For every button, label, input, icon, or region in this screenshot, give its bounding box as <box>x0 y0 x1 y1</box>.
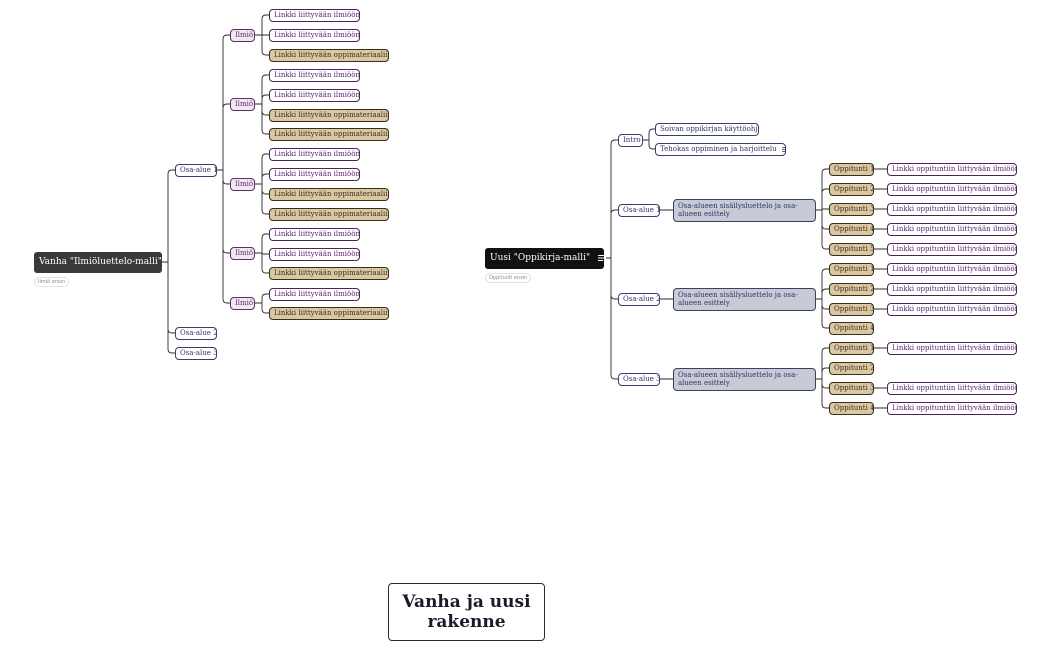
new-root-label: Uusi "Oppikirja-malli" <box>490 253 591 263</box>
old-link-2-1[interactable]: Linkki liittyvään ilmiöön <box>269 69 360 82</box>
new-lesson-1-2[interactable]: Oppitunti 2 <box>829 183 874 196</box>
new-lesson-1-5[interactable]: Oppitunti 5 <box>829 243 874 256</box>
new-toc-1[interactable]: Osa-alueen sisällysluettelo ja osa-aluee… <box>673 199 816 222</box>
connector-line <box>816 347 829 409</box>
new-intro-child-2-label: Tehokas oppiminen ja harjoittelu <box>660 145 777 153</box>
old-link-4-1[interactable]: Linkki liittyvään ilmiöön <box>269 228 360 241</box>
old-root-node[interactable]: Vanha "Ilmiöluettelo-malli" <box>34 252 162 273</box>
new-toc-2[interactable]: Osa-alueen sisällysluettelo ja osa-aluee… <box>673 288 816 311</box>
old-ilmio-4[interactable]: Ilmiö <box>230 247 255 260</box>
connector-line <box>255 293 269 314</box>
connector-line <box>643 128 655 150</box>
new-lesson-3-2[interactable]: Oppitunti 2 <box>829 362 874 375</box>
new-lesson-link-1-2[interactable]: Linkki oppituntiin liittyvään ilmiöön <box>887 183 1017 196</box>
old-link-4-2[interactable]: Linkki liittyvään ilmiöön <box>269 248 360 261</box>
new-lesson-2-4[interactable]: Oppitunti 4 <box>829 322 874 335</box>
new-lesson-2-3[interactable]: Oppitunti 3 <box>829 303 874 316</box>
new-lesson-link-1-3[interactable]: Linkki oppituntiin liittyvään ilmiöön <box>887 203 1017 216</box>
new-lesson-2-1[interactable]: Oppitunti 1 <box>829 263 874 276</box>
old-link-3-1[interactable]: Linkki liittyvään ilmiöön <box>269 148 360 161</box>
new-lesson-link-1-1[interactable]: Linkki oppituntiin liittyvään ilmiöön <box>887 163 1017 176</box>
old-material-3-3[interactable]: Linkki liittyvään oppimateriaaliin <box>269 188 389 201</box>
notes-icon <box>598 254 607 261</box>
old-material-5-2[interactable]: Linkki liittyvään oppimateriaaliin <box>269 307 389 320</box>
connector-line <box>255 153 269 215</box>
old-link-3-2[interactable]: Linkki liittyvään ilmiöön <box>269 168 360 181</box>
new-area-1[interactable]: Osa-alue 1 <box>618 204 660 217</box>
new-lesson-2-2[interactable]: Oppitunti 2 <box>829 283 874 296</box>
connector-line <box>162 169 175 354</box>
new-lesson-link-1-4[interactable]: Linkki oppituntiin liittyvään ilmiöön <box>887 223 1017 236</box>
new-lesson-link-3-4[interactable]: Linkki oppituntiin liittyvään ilmiöön <box>887 402 1017 415</box>
new-intro-child-1[interactable]: Soivan oppikirjan käyttöohje <box>655 123 759 136</box>
new-lesson-1-3[interactable]: Oppitunti 3 <box>829 203 874 216</box>
connector-line <box>255 233 269 274</box>
diagram-title: Vanha ja uusi rakenne <box>402 592 531 632</box>
connector-line <box>255 74 269 135</box>
new-root-node[interactable]: Uusi "Oppikirja-malli" <box>485 248 607 269</box>
old-area-1[interactable]: Osa-alue 1 <box>175 164 217 177</box>
old-material-2-4[interactable]: Linkki liittyvään oppimateriaaliin <box>269 128 389 141</box>
new-toc-3[interactable]: Osa-alueen sisällysluettelo ja osa-aluee… <box>673 368 816 391</box>
new-lesson-3-4[interactable]: Oppitunti 4 <box>829 402 874 415</box>
new-root-tag: Oppitunti ensin <box>485 273 532 283</box>
old-ilmio-3[interactable]: Ilmiö <box>230 178 255 191</box>
connector-line <box>816 268 829 329</box>
new-lesson-link-1-5[interactable]: Linkki oppituntiin liittyvään ilmiöön <box>887 243 1017 256</box>
connector-line <box>816 168 829 250</box>
new-lesson-1-1[interactable]: Oppitunti 1 <box>829 163 874 176</box>
new-lesson-1-4[interactable]: Oppitunti 4 <box>829 223 874 236</box>
new-lesson-3-1[interactable]: Oppitunti 1 <box>829 342 874 355</box>
new-intro[interactable]: Intro <box>618 134 643 147</box>
old-root-tag: Ilmiö ensin <box>34 277 70 287</box>
diagram-title-box[interactable]: Vanha ja uusi rakenne <box>388 583 545 641</box>
old-link-2-2[interactable]: Linkki liittyvään ilmiöön <box>269 89 360 102</box>
old-material-3-4[interactable]: Linkki liittyvään oppimateriaaliin <box>269 208 389 221</box>
old-material-2-3[interactable]: Linkki liittyvään oppimateriaaliin <box>269 109 389 122</box>
new-lesson-3-3[interactable]: Oppitunti 3 <box>829 382 874 395</box>
new-intro-child-2[interactable]: Tehokas oppiminen ja harjoittelu <box>655 143 786 156</box>
old-material-4-3[interactable]: Linkki liittyvään oppimateriaaliin <box>269 267 389 280</box>
old-root-label: Vanha "Ilmiöluettelo-malli" <box>39 257 162 267</box>
new-lesson-link-2-3[interactable]: Linkki oppituntiin liittyvään ilmiöön <box>887 303 1017 316</box>
old-ilmio-1[interactable]: Ilmiö <box>230 29 255 42</box>
new-lesson-link-3-3[interactable]: Linkki oppituntiin liittyvään ilmiöön <box>887 382 1017 395</box>
notes-icon <box>781 146 785 152</box>
old-link-1-1[interactable]: Linkki liittyvään ilmiöön <box>269 9 360 22</box>
connector-line <box>604 139 618 380</box>
connector-line <box>255 14 269 56</box>
old-link-5-1[interactable]: Linkki liittyvään ilmiöön <box>269 288 360 301</box>
new-lesson-link-3-1[interactable]: Linkki oppituntiin liittyvään ilmiöön <box>887 342 1017 355</box>
old-link-1-2[interactable]: Linkki liittyvään ilmiöön <box>269 29 360 42</box>
old-area-3[interactable]: Osa-alue 3 <box>175 347 217 360</box>
old-area-2[interactable]: Osa-alue 2 <box>175 327 217 340</box>
old-material-1-3[interactable]: Linkki liittyvään oppimateriaaliin <box>269 49 389 62</box>
connector-line <box>217 34 230 304</box>
new-lesson-link-2-1[interactable]: Linkki oppituntiin liittyvään ilmiöön <box>887 263 1017 276</box>
new-area-2[interactable]: Osa-alue 2 <box>618 293 660 306</box>
new-area-3[interactable]: Osa-alue 3 <box>618 373 660 386</box>
old-ilmio-5[interactable]: Ilmiö <box>230 297 255 310</box>
new-lesson-link-2-2[interactable]: Linkki oppituntiin liittyvään ilmiöön <box>887 283 1017 296</box>
old-ilmio-2[interactable]: Ilmiö <box>230 98 255 111</box>
